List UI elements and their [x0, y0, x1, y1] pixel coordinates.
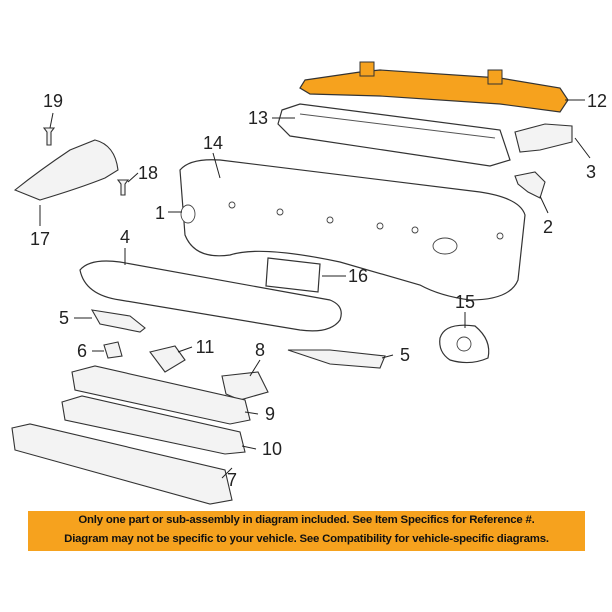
part-17-shield — [13, 139, 119, 201]
part-1-bumper-cover — [179, 159, 526, 301]
callout-11: 11 — [196, 337, 215, 357]
part-5-molding-left — [90, 309, 146, 333]
callout-13: 13 — [248, 108, 268, 128]
part-6-cap — [103, 341, 123, 359]
callout-16: 16 — [348, 266, 368, 286]
callout-10: 10 — [262, 439, 282, 459]
disclaimer-line-1: Only one part or sub-assembly in diagram… — [78, 514, 535, 526]
callout-5-left: 5 — [59, 308, 69, 328]
callout-7: 7 — [227, 470, 237, 490]
part-4-valance — [79, 260, 342, 332]
leader-lines — [39, 99, 591, 479]
callout-6: 6 — [77, 341, 87, 361]
callout-2: 2 — [543, 217, 553, 237]
callout-15: 15 — [455, 292, 475, 312]
callout-9: 9 — [265, 404, 275, 424]
part-11-bezel — [149, 345, 186, 373]
callout-18: 18 — [138, 163, 158, 183]
callout-12: 12 — [587, 91, 607, 111]
part-5-molding-right — [287, 349, 386, 369]
part-13-absorber — [277, 103, 511, 167]
part-3-bracket — [514, 123, 573, 153]
callout-8: 8 — [255, 340, 265, 360]
part-2-bracket — [514, 171, 546, 199]
part-16-license-bracket — [265, 257, 321, 293]
part-10-grille — [61, 395, 246, 455]
disclaimer-line-2: Diagram may not be specific to your vehi… — [64, 533, 549, 545]
callout-5-right: 5 — [400, 345, 410, 365]
part-7-grille — [11, 423, 233, 505]
part-18-bolt — [116, 179, 130, 196]
part-19-bolt — [42, 127, 56, 146]
callout-3: 3 — [586, 162, 596, 182]
callout-14: 14 — [203, 133, 223, 153]
callout-19: 19 — [43, 91, 63, 111]
callout-4: 4 — [120, 227, 130, 247]
callout-17: 17 — [30, 229, 50, 249]
part-12-reinforcement — [299, 61, 569, 113]
callout-1: 1 — [155, 203, 165, 223]
disclaimer-banner: Only one part or sub-assembly in diagram… — [28, 511, 585, 551]
part-9-grille — [71, 365, 251, 425]
